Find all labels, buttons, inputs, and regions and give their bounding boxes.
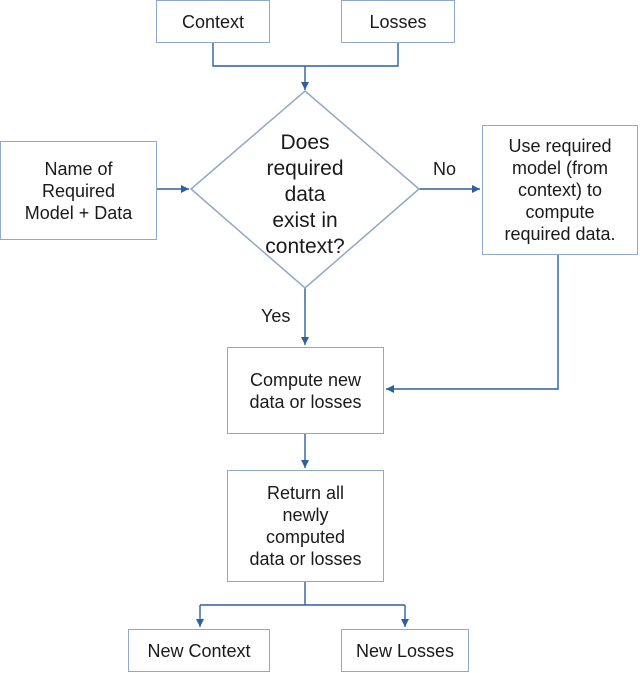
- losses-input-label: Losses: [369, 11, 427, 32]
- no-branch-label: No: [433, 159, 457, 179]
- return-computed-data-box: Return all newly computed data or losses: [227, 470, 384, 582]
- arrow-use-to-compute: [386, 254, 559, 393]
- required-model-data-label: Name of Required Model + Data: [24, 158, 133, 223]
- yes-branch-label: Yes: [261, 306, 291, 326]
- compute-new-data-box: Compute new data or losses: [227, 347, 384, 434]
- input-merge-line: [212, 42, 399, 67]
- new-context-output-box: New Context: [128, 629, 270, 672]
- new-losses-output-label: New Losses: [355, 640, 455, 661]
- new-losses-output-box: New Losses: [341, 629, 469, 672]
- decision-diamond: [189, 90, 421, 289]
- losses-input-box: Losses: [341, 0, 455, 43]
- use-required-model-label: Use required model (from context) to com…: [504, 136, 616, 244]
- decision-question: Does required data exist in context?: [265, 131, 345, 258]
- context-input-label: Context: [181, 11, 245, 32]
- return-computed-data-label: Return all newly computed data or losses: [249, 483, 362, 569]
- compute-new-data-label: Compute new data or losses: [249, 369, 362, 412]
- use-required-model-box: Use required model (from context) to com…: [482, 125, 638, 255]
- new-context-output-label: New Context: [147, 640, 251, 661]
- required-model-data-box: Name of Required Model + Data: [0, 141, 157, 240]
- context-input-box: Context: [156, 0, 270, 43]
